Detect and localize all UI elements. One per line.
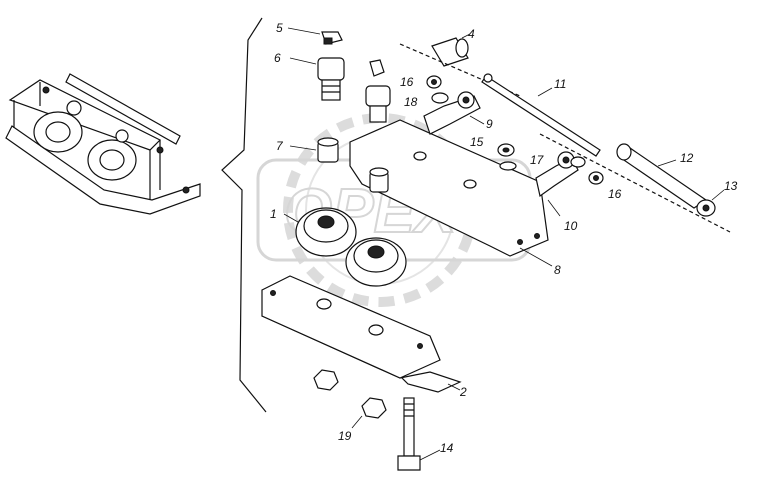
- part-2-base-plate: [261, 275, 462, 393]
- part-4-bushing: [431, 33, 471, 67]
- label-part-15: 15: [470, 135, 484, 149]
- label-part-4: 4: [468, 27, 475, 41]
- part-6-banjo-bolt: [289, 57, 345, 101]
- label-part-18: 18: [404, 95, 418, 109]
- part-18-washer: [431, 92, 449, 104]
- part-labels: 1 2 4 5 6 7 8 9 10 11 12 13 14 15 16 16 …: [270, 21, 738, 455]
- label-part-2: 2: [459, 385, 467, 399]
- view-separator-line: [221, 17, 267, 413]
- part-14-bolt: [397, 397, 441, 471]
- label-part-13: 13: [724, 179, 738, 193]
- sleeve: [369, 167, 389, 193]
- label-part-19: 19: [338, 429, 352, 443]
- label-part-6: 6: [274, 51, 281, 65]
- part-15-nut: [497, 143, 515, 157]
- label-part-9: 9: [486, 117, 493, 131]
- label-part-14: 14: [440, 441, 454, 455]
- part-1-pulleys: [283, 207, 407, 287]
- part-19-nuts: [313, 369, 387, 429]
- part-8-bracket: [349, 119, 553, 267]
- part-16-washer-upper: [426, 75, 442, 89]
- part-5-grease-fitting: [287, 27, 343, 45]
- part-11-rod: [481, 73, 601, 157]
- label-part-16-upper: 16: [400, 75, 414, 89]
- label-part-10: 10: [564, 219, 578, 233]
- label-part-17: 17: [530, 153, 545, 167]
- part-17-washer: [499, 161, 517, 171]
- label-part-16-lower: 16: [608, 187, 622, 201]
- part-7-bushing: [289, 137, 339, 163]
- part-9-link: [423, 91, 485, 135]
- label-part-1: 1: [270, 207, 277, 221]
- washer-lower-extra: [570, 156, 586, 168]
- part-13-nut: [696, 189, 725, 217]
- label-part-8: 8: [554, 263, 561, 277]
- label-part-7: 7: [276, 139, 284, 153]
- banjo-bolt-secondary: [365, 85, 391, 123]
- label-part-11: 11: [554, 77, 566, 91]
- part-16-washer-lower: [588, 171, 604, 185]
- grease-fitting-secondary: [369, 59, 385, 77]
- assembled-overview: [5, 73, 201, 215]
- label-part-12: 12: [680, 151, 694, 165]
- label-part-5: 5: [276, 21, 283, 35]
